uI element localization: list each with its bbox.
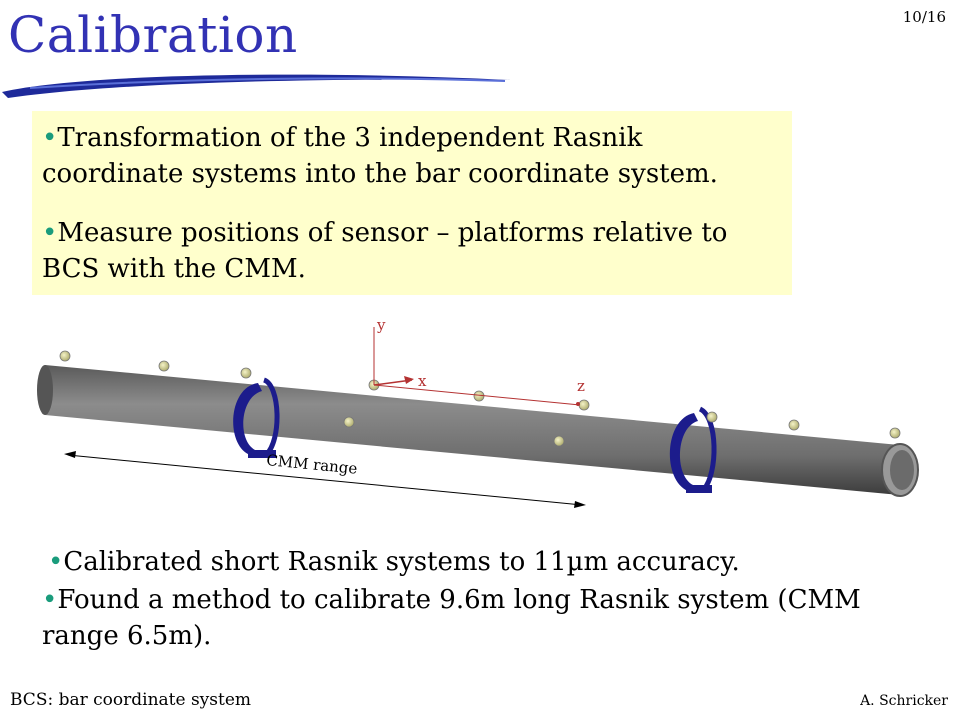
bullet-text: Transformation of the 3 independent Rasn…	[42, 123, 718, 189]
sensor-ball	[553, 435, 565, 447]
axis-x-label: x	[418, 372, 427, 390]
sensor-ball	[889, 427, 901, 439]
ring-left	[233, 377, 280, 458]
axis-y-label: y	[376, 316, 386, 334]
bullet-dot: •	[42, 218, 58, 248]
sensor-points	[59, 350, 901, 447]
bullet-transformation: •Transformation of the 3 independent Ras…	[42, 120, 787, 192]
bullet-found-method: •Found a method to calibrate 9.6m long R…	[42, 582, 892, 654]
sensor-ball	[240, 367, 252, 379]
footer-note: BCS: bar coordinate system	[10, 690, 252, 710]
page-number: 10/16	[902, 8, 946, 26]
cmm-range-arrow: CMM range	[64, 451, 586, 508]
sensor-ball	[706, 411, 718, 423]
sensor-ball	[788, 419, 800, 431]
title-underline-swoosh	[2, 74, 510, 98]
sensor-ball	[343, 416, 355, 428]
slide-title: Calibration	[8, 6, 298, 64]
bullet-text: Found a method to calibrate 9.6m long Ra…	[42, 585, 861, 651]
cmm-range-label: CMM range	[266, 451, 359, 478]
bar-figure: y x z CMM range	[37, 316, 919, 508]
bullet-dot: •	[42, 123, 58, 153]
sensor-ball	[59, 350, 71, 362]
coordinate-axes: y x z	[373, 316, 585, 406]
sensor-ball	[158, 360, 170, 372]
ring-right	[669, 406, 717, 493]
bar-tube	[37, 365, 919, 497]
bullet-dot: •	[42, 585, 58, 615]
bullet-calibrated-short: •Calibrated short Rasnik systems to 11µm…	[48, 544, 793, 580]
bullet-text: Measure positions of sensor – platforms …	[42, 218, 728, 284]
bullet-measure-positions: •Measure positions of sensor – platforms…	[42, 215, 787, 287]
highlight-box	[32, 111, 792, 295]
bullet-text: Calibrated short Rasnik systems to 11µm …	[63, 547, 740, 577]
footer-author: A. Schricker	[860, 693, 948, 709]
bullet-dot: •	[48, 547, 64, 577]
sensor-ball	[578, 399, 590, 411]
axis-z-label: z	[577, 377, 585, 395]
